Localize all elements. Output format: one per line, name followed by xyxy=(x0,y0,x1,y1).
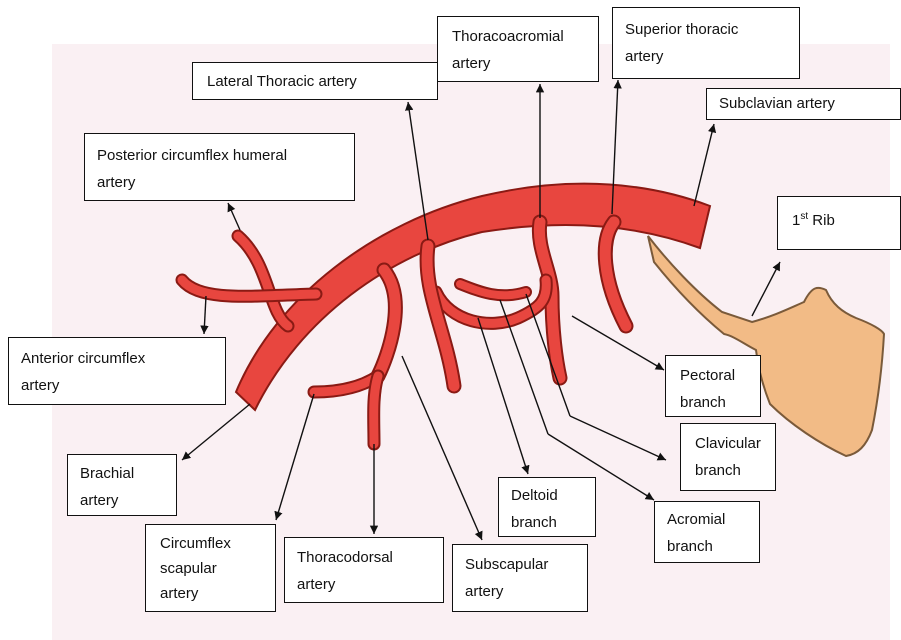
label-circumflex-scapular-artery: Circumflex scapular artery xyxy=(145,524,276,612)
label-text: Superior thoracic artery xyxy=(625,16,787,70)
label-posterior-circumflex-humeral-artery: Posterior circumflex humeral artery xyxy=(84,133,355,201)
label-text: Thoracodorsal artery xyxy=(297,544,431,598)
label-text: Thoracoacromial artery xyxy=(452,23,584,77)
label-text: Acromial branch xyxy=(667,506,747,560)
label-thoracodorsal-artery: Thoracodorsal artery xyxy=(284,537,444,603)
label-deltoid-branch: Deltoid branch xyxy=(498,477,596,537)
label-text: Pectoral branch xyxy=(680,362,748,416)
label-lateral-thoracic-artery: Lateral Thoracic artery xyxy=(192,62,438,100)
label-text: Subscapular artery xyxy=(465,551,575,605)
label-anterior-circumflex-artery: Anterior circumflex artery xyxy=(8,337,226,405)
label-text: Deltoid branch xyxy=(511,482,583,536)
label-text: Circumflex scapular artery xyxy=(160,531,261,606)
label-text: Subclavian artery xyxy=(719,93,888,115)
label-subclavian-artery: Subclavian artery xyxy=(706,88,901,120)
label-text: Clavicular branch xyxy=(695,430,763,484)
label-acromial-branch: Acromial branch xyxy=(654,501,760,563)
label-brachial-artery: Brachial artery xyxy=(67,454,177,516)
label-pectoral-branch: Pectoral branch xyxy=(665,355,761,417)
label-subscapular-artery: Subscapular artery xyxy=(452,544,588,612)
label-text: Posterior circumflex humeral artery xyxy=(97,142,342,196)
label-text: Anterior circumflex artery xyxy=(21,345,213,399)
label-text: 1st Rib xyxy=(792,207,886,234)
label-text: Brachial artery xyxy=(80,460,164,514)
label-first-rib: 1st Rib xyxy=(777,196,901,250)
label-superior-thoracic-artery: Superior thoracic artery xyxy=(612,7,800,79)
label-thoracoacromial-artery: Thoracoacromial artery xyxy=(437,16,599,82)
label-clavicular-branch: Clavicular branch xyxy=(680,423,776,491)
label-text: Lateral Thoracic artery xyxy=(207,68,423,95)
